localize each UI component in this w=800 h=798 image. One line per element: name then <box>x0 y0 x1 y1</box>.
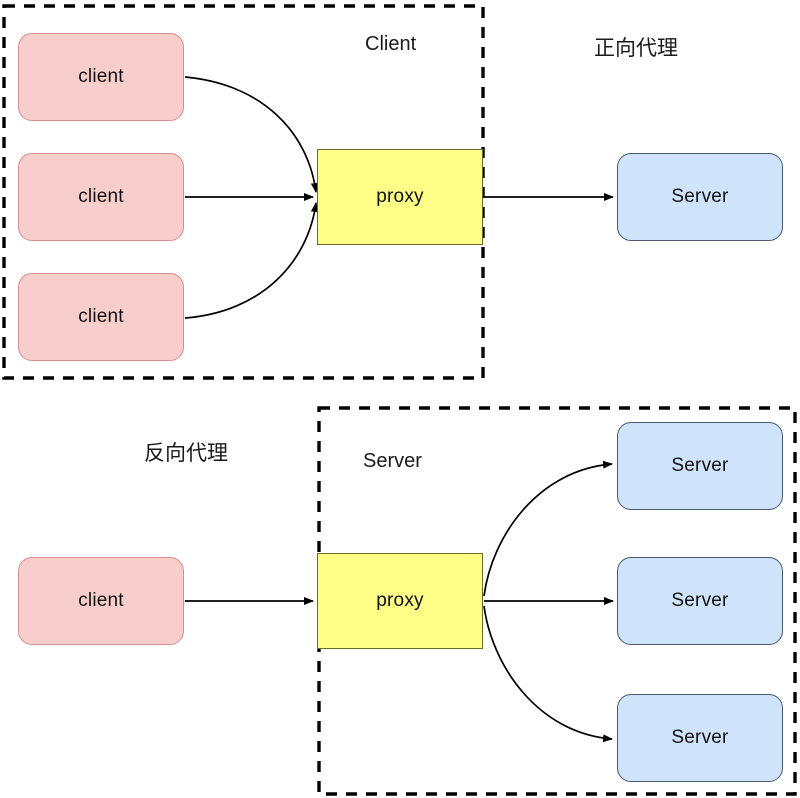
forward-proxy-node[interactable]: proxy <box>317 149 483 245</box>
forward-proxy-label: proxy <box>376 186 424 207</box>
reverse-server-2-label: Server <box>671 590 729 611</box>
arrow-proxy-to-server1 <box>483 460 613 597</box>
forward-proxy-zone-label: Client <box>365 33 417 55</box>
reverse-client-1-label: client <box>78 590 124 611</box>
arrow-client3-to-proxy <box>184 202 319 319</box>
reverse-server-3[interactable]: Server <box>617 694 783 782</box>
forward-client-1[interactable]: client <box>18 33 184 121</box>
forward-server-1-label: Server <box>671 186 729 207</box>
forward-proxy-title: 正向代理 <box>594 37 678 60</box>
arrow-proxy-to-server3 <box>483 605 613 743</box>
forward-client-3-label: client <box>78 306 124 327</box>
forward-client-3[interactable]: client <box>18 273 184 361</box>
forward-client-1-label: client <box>78 66 124 87</box>
reverse-proxy-label: proxy <box>376 590 424 611</box>
reverse-proxy-node[interactable]: proxy <box>317 553 483 649</box>
arrow-client1-to-proxy <box>184 76 319 193</box>
reverse-server-1[interactable]: Server <box>617 422 783 510</box>
forward-client-2[interactable]: client <box>18 153 184 241</box>
forward-proxy-zone-border <box>2 4 485 380</box>
reverse-server-3-label: Server <box>671 727 729 748</box>
reverse-proxy-title: 反向代理 <box>144 442 228 465</box>
reverse-client-1[interactable]: client <box>18 557 184 645</box>
forward-server-1[interactable]: Server <box>617 153 783 241</box>
reverse-server-2[interactable]: Server <box>617 557 783 645</box>
forward-client-2-label: client <box>78 186 124 207</box>
reverse-proxy-zone-label: Server <box>363 450 422 472</box>
reverse-server-1-label: Server <box>671 455 729 476</box>
